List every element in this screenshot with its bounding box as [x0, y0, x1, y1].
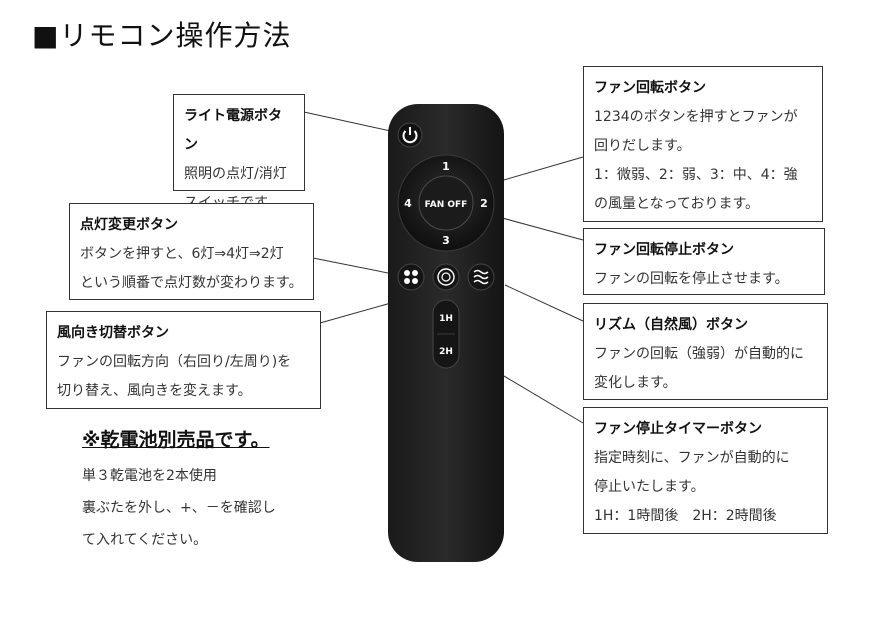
power-button[interactable]	[397, 122, 423, 148]
power-icon	[402, 130, 418, 144]
speed-3-label: 3	[442, 234, 450, 247]
fan-speed-line-2: 回りだします。	[594, 138, 691, 154]
rhythm-box: リズム（自然風）ボタン ファンの回転（強弱）が自動的に 変化します。	[583, 303, 828, 400]
fan-speed-box: ファン回転ボタン 1234のボタンを押すとファンが 回りだします。 1：微弱、2…	[583, 66, 823, 222]
light-power-box: ライト電源ボタン 照明の点灯/消灯 スイッチです。	[173, 94, 305, 211]
timer-1h-label: 1H	[439, 314, 453, 324]
direction-heading: 風向き切替ボタン	[57, 325, 169, 341]
direction-button[interactable]	[432, 263, 460, 291]
direction-line-2: 切り替え、風向きを変えます。	[57, 383, 252, 399]
light-change-button[interactable]	[397, 263, 425, 291]
bulbs-icon	[404, 270, 418, 284]
timer-box: ファン停止タイマーボタン 指定時刻に、ファンが自動的に 停止いたします。 1H：…	[583, 407, 828, 534]
fan-off-button[interactable]: FAN OFF	[418, 175, 474, 231]
fan-speed-line-4: の風量となっております。	[594, 196, 760, 212]
direction-box: 風向き切替ボタン ファンの回転方向（右回り/左周り)を 切り替え、風向きを変えま…	[46, 311, 321, 409]
light-change-line-2: という順番で点灯数が変わります。	[80, 275, 303, 291]
fan-stop-box: ファン回転停止ボタン ファンの回転を停止させます。	[583, 228, 825, 295]
speed-4-label: 4	[404, 197, 412, 210]
wind-icon	[473, 269, 489, 285]
leader-rhythm	[504, 284, 584, 322]
battery-note: ※乾電池別売品です。 単３乾電池を2本使用 裏ぶたを外し、+、－を確認し て入れ…	[82, 424, 276, 556]
direction-line-1: ファンの回転方向（右回り/左周り)を	[57, 354, 292, 370]
rotate-icon	[437, 268, 455, 286]
light-change-box: 点灯変更ボタン ボタンを押すと、6灯⇒4灯⇒2灯 という順番で点灯数が変わります…	[69, 203, 314, 300]
battery-note-line-3: て入れてください。	[82, 532, 208, 548]
rhythm-line-2: 変化します。	[594, 375, 677, 391]
rhythm-line-1: ファンの回転（強弱）が自動的に	[594, 346, 804, 362]
rhythm-button[interactable]	[467, 263, 495, 291]
light-change-line-1: ボタンを押すと、6灯⇒4灯⇒2灯	[80, 246, 284, 262]
battery-note-line-2: 裏ぶたを外し、+、－を確認し	[82, 500, 276, 516]
leader-light-change	[312, 257, 399, 276]
battery-note-heading: ※乾電池別売品です。	[82, 429, 270, 451]
fan-speed-line-1: 1234のボタンを押すとファンが	[594, 109, 798, 125]
leader-fan-speed	[489, 156, 584, 185]
page-title: ■リモコン操作方法	[32, 19, 292, 52]
speed-2-label: 2	[480, 197, 488, 210]
fan-speed-line-3: 1：微弱、2：弱、3：中、4：強	[594, 167, 798, 183]
battery-note-line-1: 単３乾電池を2本使用	[82, 468, 217, 484]
timer-line-3: 1H：1時間後 2H：2時間後	[594, 508, 777, 524]
light-power-line-1: 照明の点灯/消灯	[184, 166, 287, 182]
timer-2h-label: 2H	[439, 347, 453, 357]
timer-line-2: 停止いたします。	[594, 479, 705, 495]
rhythm-heading: リズム（自然風）ボタン	[594, 317, 748, 333]
fan-stop-heading: ファン回転停止ボタン	[594, 242, 734, 258]
fan-speed-heading: ファン回転ボタン	[594, 80, 706, 96]
fan-off-label: FAN OFF	[425, 200, 468, 210]
timer-buttons[interactable]: 1H 2H	[432, 299, 460, 369]
timer-heading: ファン停止タイマーボタン	[594, 421, 762, 437]
fan-stop-line-1: ファンの回転を停止させます。	[594, 271, 789, 287]
light-change-heading: 点灯変更ボタン	[80, 217, 178, 233]
light-power-heading: ライト電源ボタン	[184, 108, 282, 153]
timer-line-1: 指定時刻に、ファンが自動的に	[594, 450, 790, 466]
leader-light-power	[303, 111, 396, 133]
speed-1-label: 1	[442, 160, 450, 173]
